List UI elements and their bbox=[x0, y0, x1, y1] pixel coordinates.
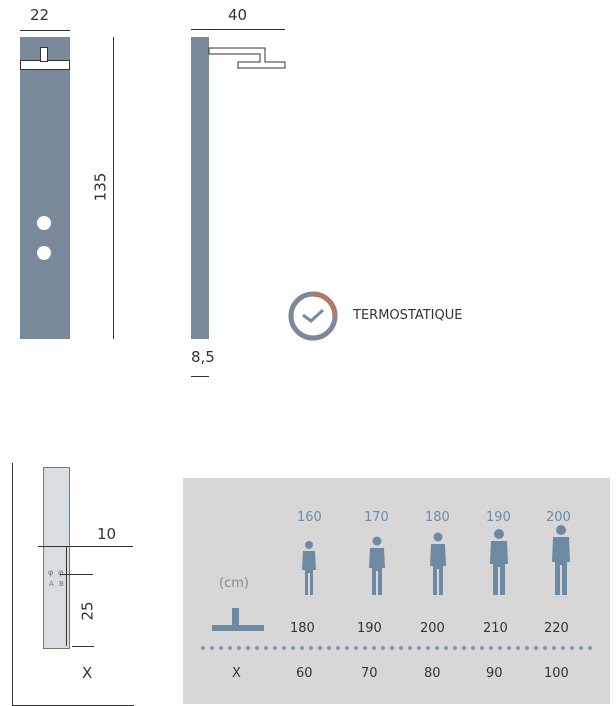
person-figure-icon-1 bbox=[302, 541, 316, 595]
side-width-label: 40 bbox=[228, 6, 248, 24]
shower-height-1: 180 bbox=[290, 621, 315, 636]
person-height-5: 200 bbox=[546, 510, 571, 525]
front-shower-arm bbox=[40, 47, 48, 62]
x-value-3: 80 bbox=[424, 666, 441, 681]
install-valve-a: φ bbox=[48, 568, 54, 577]
front-panel bbox=[20, 37, 70, 339]
thermostat-clock-icon bbox=[288, 291, 338, 341]
install-panel-outline bbox=[43, 467, 70, 649]
person-height-4: 190 bbox=[486, 510, 511, 525]
person-figure-icon-3 bbox=[430, 532, 446, 595]
x-value-5: 100 bbox=[544, 666, 569, 681]
person-height-2: 170 bbox=[364, 510, 389, 525]
thermostat-label: TERMOSTATIQUE bbox=[353, 308, 463, 323]
front-height-label: 135 bbox=[91, 172, 110, 202]
install-wall-line bbox=[12, 463, 13, 705]
front-height-dimension-line bbox=[113, 37, 114, 339]
side-depth-label: 8,5 bbox=[191, 348, 215, 366]
shower-height-3: 200 bbox=[420, 621, 445, 636]
shower-height-2: 190 bbox=[357, 621, 382, 636]
install-bottom-label: X bbox=[82, 664, 93, 682]
person-height-3: 180 bbox=[425, 510, 450, 525]
front-valve-upper bbox=[37, 216, 51, 230]
side-panel bbox=[191, 37, 209, 339]
front-width-dimension-line bbox=[20, 30, 70, 31]
x-row-label: X bbox=[232, 666, 241, 681]
front-width-label: 22 bbox=[30, 6, 50, 24]
shower-height-icon bbox=[212, 608, 264, 631]
side-shower-arm bbox=[208, 47, 286, 69]
person-figure-icon-4 bbox=[490, 529, 508, 595]
front-valve-lower bbox=[37, 246, 51, 260]
shower-height-5: 220 bbox=[544, 621, 569, 636]
install-top-dimension-line bbox=[38, 546, 133, 547]
person-height-1: 160 bbox=[297, 510, 322, 525]
x-value-2: 70 bbox=[361, 666, 378, 681]
install-bottom-dimension-line bbox=[72, 646, 94, 647]
install-valve-b: φ bbox=[58, 568, 64, 577]
person-figure-icon-2 bbox=[369, 536, 385, 595]
side-depth-dimension-line bbox=[191, 376, 209, 377]
dotted-separator bbox=[201, 646, 598, 650]
install-mid-label: 25 bbox=[78, 601, 97, 621]
person-figure-icon-5 bbox=[552, 525, 570, 595]
install-top-label: 10 bbox=[97, 525, 117, 543]
x-value-4: 90 bbox=[486, 666, 503, 681]
x-value-1: 60 bbox=[296, 666, 313, 681]
install-vertical-dimension-line bbox=[66, 546, 67, 646]
install-valve-dimension-line bbox=[60, 574, 93, 575]
install-valve-a-label: A bbox=[49, 580, 54, 588]
unit-label: (cm) bbox=[219, 576, 249, 591]
height-table-panel bbox=[183, 478, 610, 704]
side-width-dimension-line bbox=[191, 29, 285, 30]
install-valve-b-label: B bbox=[59, 580, 64, 588]
shower-height-4: 210 bbox=[483, 621, 508, 636]
